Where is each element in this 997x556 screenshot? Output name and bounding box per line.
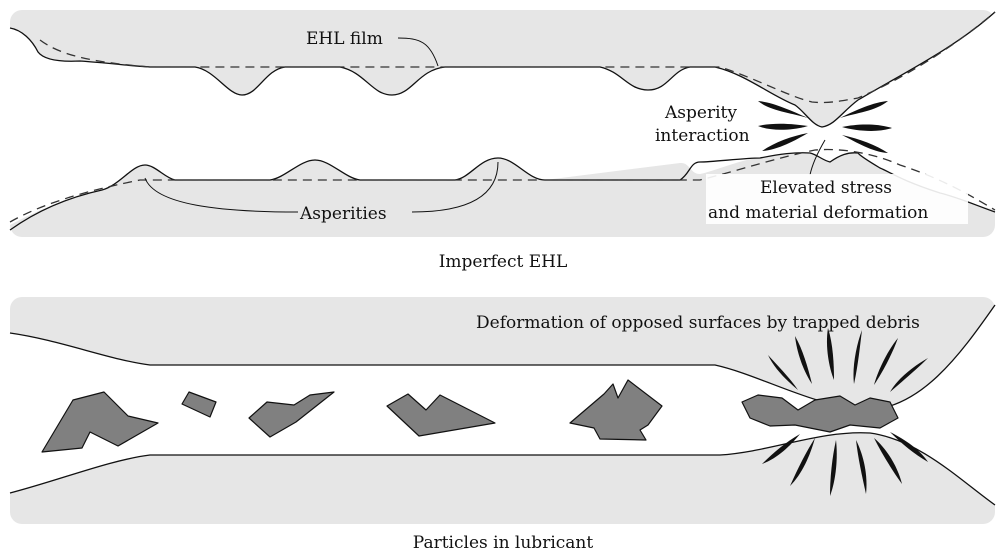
ray	[842, 135, 888, 153]
ray	[856, 440, 867, 494]
lower-surface-edge	[9, 152, 996, 231]
ray	[826, 328, 834, 380]
ray	[762, 133, 808, 151]
asperity-leader-1	[144, 177, 299, 213]
ehl-film-label: EHL film	[306, 29, 383, 49]
caption-particles: Particles in lubricant	[413, 533, 594, 553]
upper-surface-edge-2	[9, 304, 996, 411]
ray	[830, 440, 837, 496]
ray	[840, 101, 888, 118]
ehl-film-upper-line	[39, 11, 996, 104]
trapped-debris-particle	[741, 394, 899, 433]
debris-deformation-rays	[762, 328, 928, 496]
ray	[853, 330, 862, 384]
debris-particle	[569, 379, 663, 441]
panel-imperfect-ehl: EHL film Asperity interaction Elevated s…	[9, 10, 996, 237]
ray	[874, 338, 898, 385]
debris-particle	[41, 391, 159, 453]
ray	[890, 432, 928, 462]
ray	[842, 124, 892, 131]
debris-particles	[41, 379, 899, 453]
ray	[758, 123, 808, 130]
debris-particle	[248, 391, 335, 438]
ray	[768, 355, 798, 390]
ray	[758, 101, 808, 118]
asperity-label-bg	[660, 98, 756, 146]
elevated-stress-leader	[809, 139, 826, 176]
deformation-label: Deformation of opposed surfaces by trapp…	[476, 313, 920, 333]
ray	[890, 358, 928, 392]
debris-particle	[386, 393, 496, 437]
elevated-stress-label-line1: Elevated stress	[760, 178, 892, 198]
ehl-film-leader	[397, 37, 439, 67]
ray	[874, 438, 902, 484]
ray	[762, 434, 800, 464]
panel-particles: Deformation of opposed surfaces by trapp…	[9, 297, 996, 524]
debris-particle	[181, 391, 217, 418]
asperity-interaction-label-line1: Asperity	[664, 103, 737, 123]
asperity-interaction-label-line2: interaction	[655, 126, 750, 146]
elevated-stress-label-bg	[706, 174, 968, 224]
ray	[790, 438, 815, 486]
panel-1-lubricant-gap	[10, 12, 995, 225]
ray	[795, 336, 812, 384]
asperity-interaction-rays	[758, 101, 892, 153]
upper-surface-edge	[9, 11, 996, 128]
caption-imperfect-ehl: Imperfect EHL	[439, 252, 568, 272]
asperities-label: Asperities	[299, 204, 387, 224]
elevated-stress-label-line2: and material deformation	[708, 203, 928, 223]
asperity-leader-2	[411, 161, 499, 213]
